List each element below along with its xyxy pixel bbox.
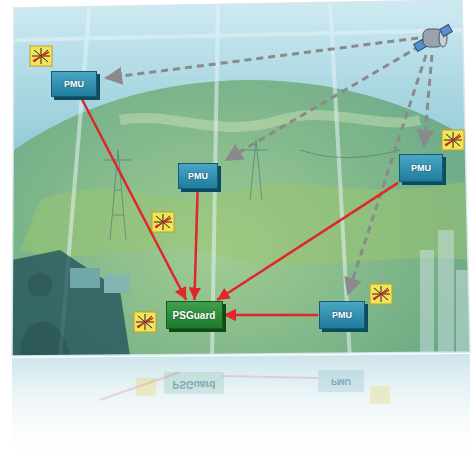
panel-border (12, 0, 470, 356)
reflection-label: PMU (331, 377, 351, 387)
satellite-signal (106, 38, 432, 294)
reflected-box (318, 370, 364, 392)
device-box: PMU (51, 71, 97, 97)
box-label: PSGuard (173, 310, 216, 321)
box-label: PMU (411, 163, 431, 173)
data-link-arrow (224, 314, 319, 317)
device-box: PMU (178, 163, 218, 189)
device-box: PMU (399, 154, 443, 182)
data-link-arrow (81, 98, 186, 300)
reflection-ground (12, 354, 470, 462)
server-box: PSGuard (166, 301, 223, 329)
data-link-arrow (194, 190, 197, 300)
satellite-symbol (414, 25, 453, 52)
gps-clock-icon (152, 212, 174, 232)
city-buildings (420, 230, 470, 356)
device-box: PMU (319, 301, 365, 329)
gps-clock-icon (442, 130, 464, 150)
box-label: PMU (332, 310, 352, 320)
reflected-icon (370, 386, 390, 404)
gps-clock-icon (134, 312, 156, 332)
box-label: PMU (188, 171, 208, 181)
operators-desks (12, 250, 130, 356)
gps-clock-icon (30, 46, 52, 66)
gps-clock-icons (30, 46, 464, 332)
reflection (12, 354, 470, 462)
reflection-label: PSGuard (173, 379, 216, 390)
data-link-arrow (217, 183, 398, 300)
box-label: PMU (64, 79, 84, 89)
gps-clock-icon (370, 284, 392, 304)
